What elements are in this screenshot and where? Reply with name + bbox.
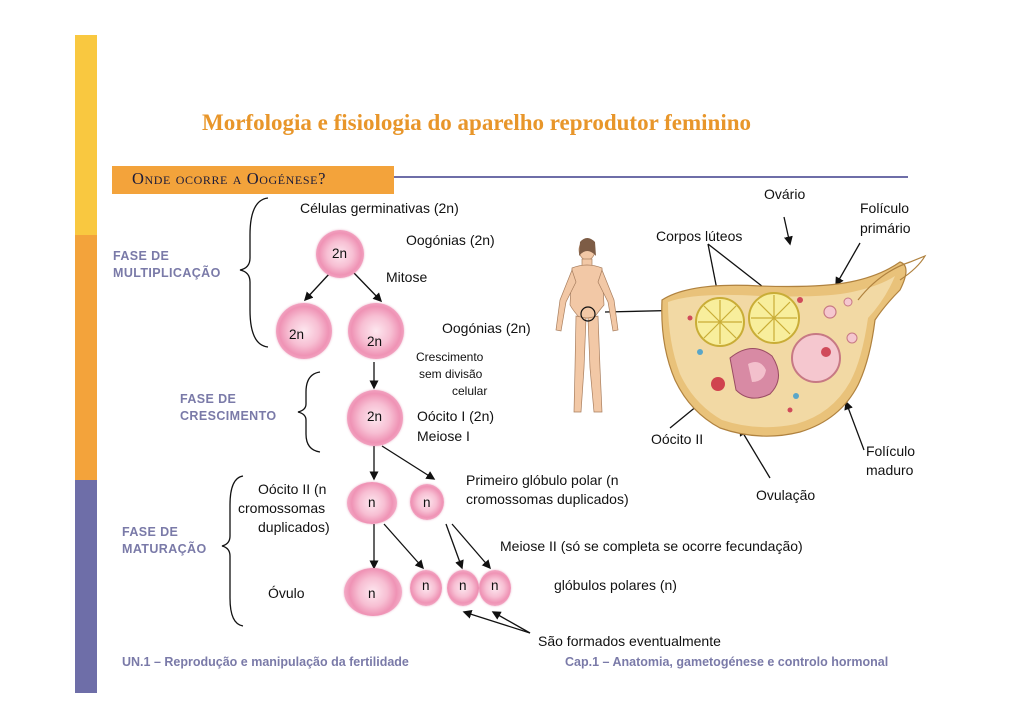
label-oocito-ii-line3: duplicados) (258, 519, 330, 535)
cell-first-polar-label: n (423, 495, 431, 510)
label-mitose: Mitose (386, 269, 428, 285)
cell-mid-left-label: 2n (289, 327, 305, 342)
cell-polar-1-label: n (422, 578, 430, 593)
brace-multiplicacao (239, 197, 269, 348)
label-oocito-ii-ovary: Oócito II (651, 431, 704, 447)
cell-oocyte-ii (347, 482, 397, 524)
cell-mid-left (276, 303, 332, 359)
label-celulas-germinativas: Células germinativas (2n) (300, 200, 459, 216)
sidebar-bar-yellow (75, 35, 97, 235)
label-foliculo-maduro-line2: maduro (866, 462, 914, 478)
section-banner-text: Onde ocorre a Oogénese? (132, 169, 326, 188)
section-banner (112, 166, 394, 194)
label-corpos-luteos: Corpos lúteos (656, 228, 743, 244)
brace-maturacao (221, 475, 244, 627)
label-sao-formados: São formados eventualmente (538, 633, 721, 649)
label-foliculo-primario-line2: primário (860, 220, 911, 236)
cell-oocyte-i (347, 390, 403, 446)
cell-mid-right-label: 2n (367, 334, 383, 349)
cell-top-label: 2n (332, 246, 348, 261)
label-primeiro-globulo-line1: Primeiro glóbulo polar (n (466, 472, 619, 488)
label-globulos-polares: glóbulos polares (n) (554, 577, 677, 593)
human-figure (555, 239, 619, 413)
phase-multiplicacao-line1: FASE DE (113, 249, 170, 263)
brace-crescimento (297, 371, 321, 453)
label-oocito-ii-line1: Oócito II (n (258, 481, 327, 497)
label-crescimento-line3: celular (452, 384, 488, 398)
phase-crescimento-line2: CRESCIMENTO (180, 409, 277, 423)
label-oogonias-1: Oogónias (2n) (406, 232, 495, 248)
label-ovario: Ovário (764, 186, 806, 202)
cell-ovum (344, 568, 402, 616)
cell-polar-3-label: n (491, 578, 499, 593)
phase-maturacao-line1: FASE DE (122, 525, 179, 539)
label-oogonias-2: Oogónias (2n) (442, 320, 531, 336)
label-primeiro-globulo-line2: cromossomas duplicados) (466, 491, 629, 507)
ovary-location-circle (580, 306, 596, 322)
cell-oocyte-ii-label: n (368, 495, 376, 510)
phase-crescimento-line1: FASE DE (180, 392, 237, 406)
label-ovulo: Óvulo (268, 585, 305, 601)
label-meiose-i: Meiose I (417, 428, 470, 444)
cell-polar-3 (479, 570, 511, 606)
cell-polar-1 (410, 570, 442, 606)
label-ovulacao: Ovulação (756, 487, 816, 503)
footer-left: UN.1 – Reprodução e manipulação da ferti… (122, 655, 409, 669)
header-rule (394, 176, 908, 178)
label-oocito-i: Oócito I (2n) (417, 408, 495, 424)
phase-maturacao-line2: MATURAÇÃO (122, 542, 207, 556)
label-foliculo-primario-line1: Folículo (860, 200, 910, 216)
label-crescimento-line2: sem divisão (419, 367, 483, 381)
sidebar-bar-purple (75, 480, 97, 693)
ovary-illustration (661, 254, 927, 437)
cell-polar-2-label: n (459, 578, 467, 593)
sidebar-bar-orange (75, 235, 97, 480)
label-meiose-ii: Meiose II (só se completa se ocorre fecu… (500, 538, 803, 554)
cell-top (316, 230, 364, 278)
label-foliculo-maduro-line1: Folículo (866, 443, 916, 459)
label-crescimento-line1: Crescimento (416, 350, 484, 364)
cell-polar-2 (447, 570, 479, 606)
cell-ovum-label: n (368, 586, 376, 601)
cell-oocyte-i-label: 2n (367, 409, 383, 424)
cell-first-polar (410, 484, 444, 520)
footer-right: Cap.1 – Anatomia, gametogénese e control… (565, 655, 889, 669)
slide-title: Morfologia e fisiologia do aparelho repr… (202, 110, 752, 135)
cell-mid-right (348, 303, 404, 359)
label-oocito-ii-line2: cromossomas (238, 500, 326, 516)
phase-multiplicacao-line2: MULTIPLICAÇÃO (113, 266, 221, 280)
